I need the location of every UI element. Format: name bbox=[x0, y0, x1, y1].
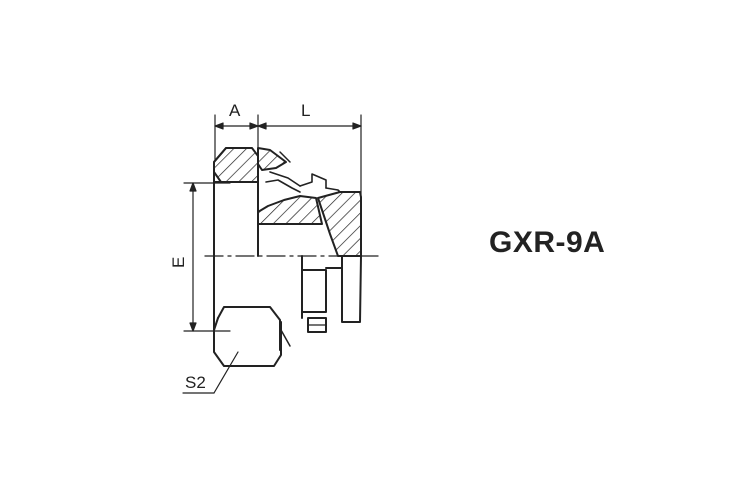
thread-detail bbox=[265, 171, 341, 193]
dimension-a-l bbox=[214, 114, 362, 196]
dim-label-e: E bbox=[169, 257, 188, 268]
dimension-s2 bbox=[182, 351, 239, 394]
dim-label-a: A bbox=[229, 101, 241, 120]
plug-section-inner bbox=[257, 195, 323, 225]
dim-label-l: L bbox=[301, 101, 310, 120]
part-code: GXR-9A bbox=[489, 226, 606, 259]
nut-flank-section bbox=[257, 147, 287, 171]
dim-label-s2: S2 bbox=[185, 373, 206, 392]
plug-body bbox=[257, 181, 362, 347]
plug-section-flange bbox=[317, 191, 362, 257]
nut-section bbox=[213, 147, 259, 183]
